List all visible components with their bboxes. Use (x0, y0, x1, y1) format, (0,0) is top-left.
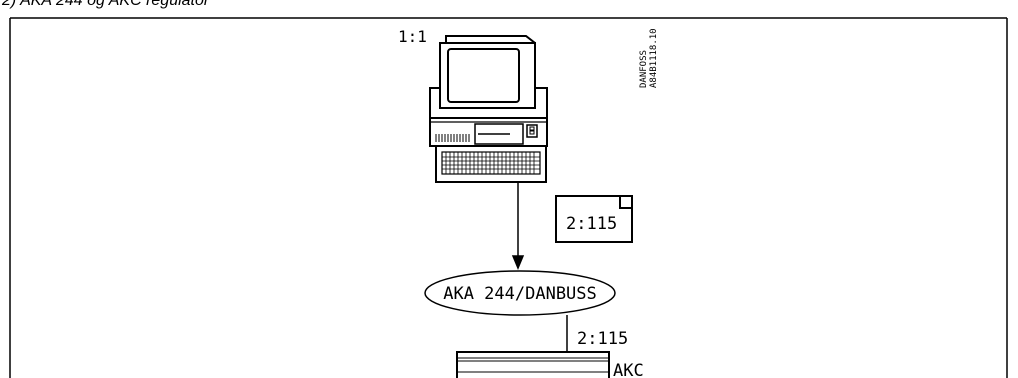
bus-label: AKA 244/DANBUSS (443, 284, 597, 304)
pc-address-label: 1:1 (398, 27, 427, 46)
controller-label: AKC (613, 361, 644, 378)
gateway-card-label: 2:115 (566, 214, 617, 234)
pc-computer-icon (430, 36, 547, 182)
controller-address-label: 2:115 (577, 329, 628, 349)
document-code-line2: A84B1118.10 (649, 28, 659, 88)
pc-to-bus-connection (513, 182, 523, 268)
document-code: DANFOSS A84B1118.10 (639, 28, 659, 88)
document-code-line1: DANFOSS (639, 50, 649, 88)
controller-icon (457, 352, 609, 378)
